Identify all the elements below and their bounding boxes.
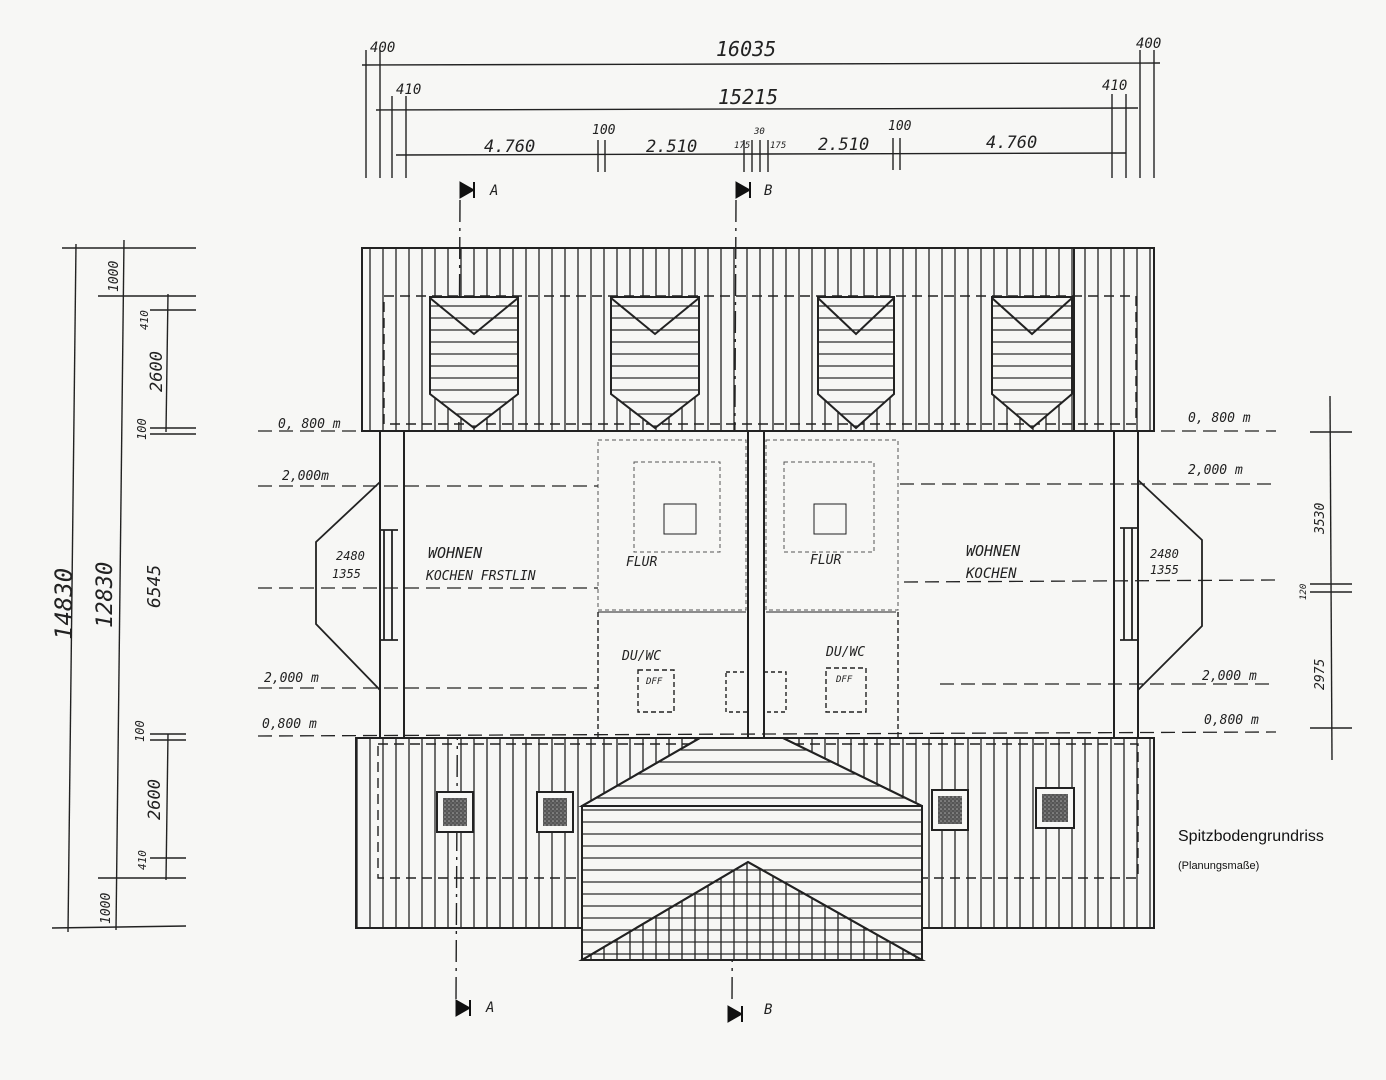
- dim-inner-wall-left: 410: [396, 82, 421, 98]
- dim-right-upper: 3530: [1313, 503, 1328, 535]
- dim-middle: 6545: [144, 565, 165, 608]
- dim-outer-overhang-left: 400: [370, 40, 395, 56]
- height-left-bot-200: 2,000 m: [264, 671, 319, 686]
- dim-right-lower: 2975: [1313, 659, 1328, 690]
- section-b-top-label: B: [764, 183, 772, 199]
- gable-bottom: [578, 714, 926, 961]
- dim-mid-b: 175: [770, 141, 786, 151]
- window-right-top: 2480: [1150, 547, 1179, 561]
- dim-inner-wall-right: 410: [1102, 78, 1127, 94]
- right-dimension-lines: [1310, 395, 1352, 761]
- dim-outer-overhang-right: 400: [1136, 36, 1161, 52]
- window-left-top: 2480: [336, 549, 365, 563]
- height-right-bot-080: 0,800 m: [1204, 713, 1259, 728]
- height-right-bot-200: 2,000 m: [1202, 669, 1257, 684]
- height-lines: [257, 430, 1277, 737]
- shaft-boxes: [725, 671, 787, 713]
- dormer-top-3: [817, 296, 895, 430]
- room-right-wohnen: WOHNEN: [966, 542, 1021, 560]
- dim-bot-wall: 410: [136, 850, 149, 870]
- room-right-kochen: KOCHEN: [965, 566, 1017, 582]
- dim-total-outer: 14830: [50, 568, 78, 640]
- plan-subtitle: (Planungsmaße): [1178, 860, 1260, 872]
- room-left-duwc: DU/WC: [621, 649, 661, 664]
- side-dormer-left: [315, 481, 398, 691]
- top-dimension-lines: [361, 50, 1161, 178]
- dormer-top-1: [429, 296, 519, 430]
- room-left-kochen: KOCHEN FRSTLIN: [425, 569, 536, 584]
- section-markers: [455, 181, 752, 1023]
- section-a-bottom-label: A: [485, 1000, 494, 1016]
- room-left-flur: FLUR: [626, 555, 657, 570]
- height-right-top-200: 2,000 m: [1188, 463, 1243, 478]
- dim-seg4: 4.760: [986, 133, 1037, 153]
- left-dimension-lines: [51, 239, 196, 933]
- section-b-bottom-label: B: [764, 1002, 772, 1018]
- dim-top-roof: 2600: [147, 351, 167, 392]
- attic-floor: [379, 430, 1139, 739]
- stair-right: [765, 439, 899, 613]
- plan-title: Spitzbodengrundriss: [1178, 828, 1324, 845]
- bath-left-dff: DFF: [645, 677, 663, 687]
- dormer-top-4: [991, 296, 1073, 430]
- dim-top-overhang: 1000: [107, 261, 122, 292]
- dim-bot-overhang: 1000: [99, 893, 114, 924]
- height-left-top-080: 0, 800 m: [278, 417, 341, 432]
- title-block: Spitzbodengrundriss (Planungsmaße): [1178, 828, 1324, 872]
- bath-left: [597, 612, 675, 738]
- dim-gap-left: 100: [592, 123, 616, 138]
- dim-seg1: 4.760: [484, 137, 535, 157]
- dim-outer-total: 16035: [716, 37, 776, 61]
- window-right-bot: 1355: [1150, 563, 1179, 577]
- dim-gap-right: 100: [888, 119, 912, 134]
- height-left-bot-080: 0,800 m: [262, 717, 317, 732]
- dim-mid-a: 175: [734, 141, 750, 151]
- dim-seg3: 2.510: [818, 135, 869, 155]
- dim-top-wall: 410: [138, 310, 151, 330]
- dim-mid-c: 30: [753, 127, 765, 137]
- window-left-bot: 1355: [332, 567, 361, 581]
- bath-right-dff: DFF: [835, 675, 853, 685]
- dim-inner-total: 15215: [718, 85, 778, 109]
- height-right-top-080: 0, 800 m: [1188, 411, 1251, 426]
- dim-total-inner: 12830: [93, 562, 118, 628]
- dim-top-gap: 100: [135, 418, 149, 440]
- bath-right: [825, 612, 899, 738]
- side-dormer-right: [1120, 479, 1203, 691]
- skylights-bottom: [436, 787, 1075, 833]
- room-right-flur: FLUR: [810, 553, 841, 568]
- dormer-top-2: [610, 296, 700, 430]
- room-left-wohnen: WOHNEN: [428, 544, 483, 562]
- room-right-duwc: DU/WC: [825, 645, 865, 660]
- stair-left: [597, 439, 747, 613]
- dim-right-mid: 120: [1299, 584, 1309, 600]
- dim-bot-gap: 100: [133, 720, 147, 742]
- section-a-top-label: A: [489, 183, 498, 199]
- dim-seg2: 2.510: [646, 137, 697, 157]
- dim-bot-roof: 2600: [145, 779, 165, 820]
- height-left-top-200: 2,000m: [282, 469, 329, 484]
